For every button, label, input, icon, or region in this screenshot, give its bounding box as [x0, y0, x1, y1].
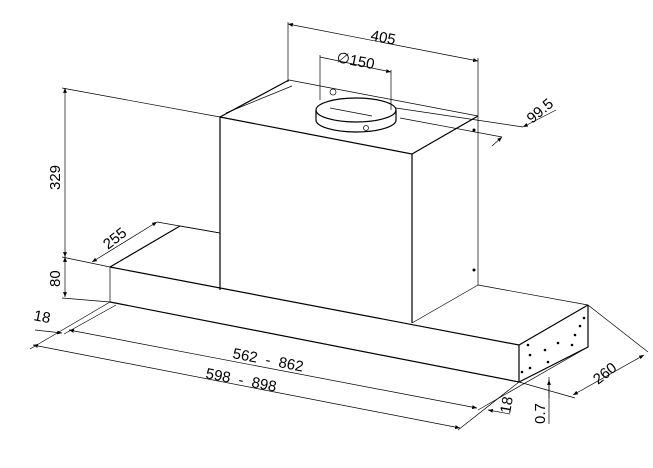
dim-80: 80: [47, 270, 64, 287]
side-panel-holes: [520, 316, 586, 374]
dim-329: 329: [47, 165, 64, 190]
dim-405: 405: [369, 27, 397, 48]
dim-598-898: 598 - 898: [204, 365, 278, 395]
dim-255: 255: [100, 224, 130, 253]
dim-0-7: 0.7: [532, 403, 549, 424]
dimension-lines: [29, 22, 649, 431]
dim-260: 260: [590, 359, 620, 388]
dim-18-left: 18: [32, 307, 52, 327]
duct-collar: [315, 88, 397, 133]
hood-body: [109, 79, 589, 383]
dim-150: ∅150: [335, 49, 376, 73]
dim-99-5: 99.5: [524, 95, 557, 127]
dim-18-right: 18: [497, 395, 517, 414]
